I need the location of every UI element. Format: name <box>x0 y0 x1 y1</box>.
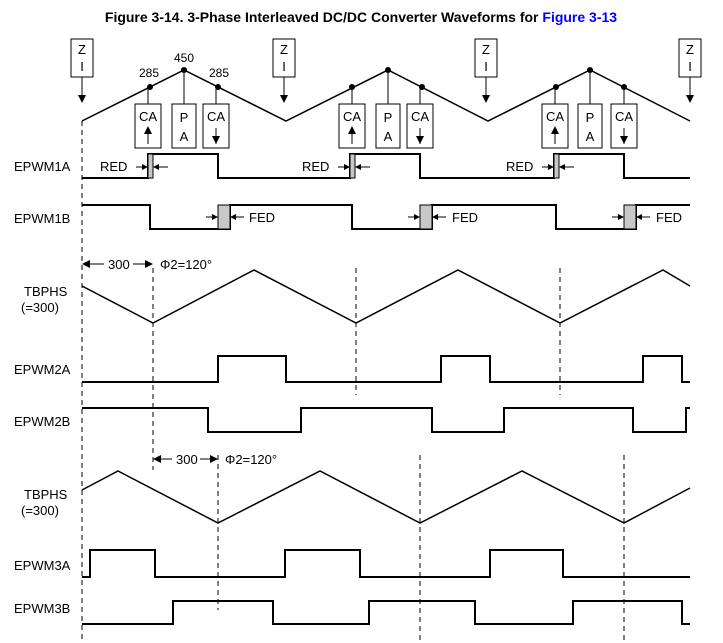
red-label: RED <box>302 159 329 174</box>
pa-box <box>171 103 197 149</box>
deadband-markers <box>147 153 637 230</box>
arrow-left-icon <box>153 455 161 463</box>
arrow-left-icon <box>153 164 159 170</box>
cmp-up-value: 285 <box>139 66 159 80</box>
arrow-left-icon <box>636 214 642 220</box>
ca-label: CA <box>139 109 157 124</box>
ca-label: CA <box>615 109 633 124</box>
pa-label-bottom: A <box>384 129 393 144</box>
tbphs-value-label: (=300) <box>21 503 59 518</box>
arrow-up-icon <box>348 126 356 134</box>
epwm3a-label: EPWM3A <box>14 558 71 573</box>
epwm2-counter-ramp <box>81 269 691 324</box>
fed-band <box>217 204 231 230</box>
arrow-right-icon <box>344 164 350 170</box>
red-band <box>147 153 154 179</box>
zero-event-sublabel: I <box>688 59 692 74</box>
tbphs-label: TBPHS <box>24 487 68 502</box>
deadband-arrows <box>136 164 650 220</box>
epwm1b-waveform <box>82 204 690 230</box>
ca-label: CA <box>546 109 564 124</box>
arrow-right-icon <box>548 164 554 170</box>
arrow-down-icon <box>482 95 490 103</box>
ca-label: CA <box>411 109 429 124</box>
zero-event-label: Z <box>280 42 288 57</box>
arrow-down-icon <box>78 95 86 103</box>
phase-offset-label: 300 <box>176 452 198 467</box>
arrow-up-icon <box>551 126 559 134</box>
period-value: 450 <box>174 51 194 65</box>
arrow-right-icon <box>212 214 218 220</box>
epwm3a-waveform <box>82 549 690 578</box>
arrow-down-icon <box>280 95 288 103</box>
arrow-right-icon <box>210 455 218 463</box>
epwm1a-waveform <box>82 153 690 179</box>
arrow-down-icon <box>212 136 220 144</box>
arrow-left-icon <box>355 164 361 170</box>
phase-angle-label: Φ2=120° <box>160 257 212 272</box>
arrow-down-icon <box>620 136 628 144</box>
fed-label: FED <box>656 210 682 225</box>
pa-label-bottom: A <box>180 129 189 144</box>
epwm2b-waveform <box>82 407 690 433</box>
phase-angle-label: Φ2=120° <box>225 452 277 467</box>
fed-band <box>623 204 637 230</box>
arrow-down-icon <box>686 95 694 103</box>
red-label: RED <box>100 159 127 174</box>
pa-label-top: P <box>180 110 189 125</box>
caption-text: Figure 3-14. 3-Phase Interleaved DC/DC C… <box>105 9 543 25</box>
phase-annotation-2 <box>153 455 218 463</box>
zero-event-label: Z <box>78 42 86 57</box>
fed-label: FED <box>249 210 275 225</box>
pa-label-top: P <box>586 110 595 125</box>
epwm2a-waveform <box>82 355 690 383</box>
cmp-down-value: 285 <box>209 66 229 80</box>
zero-event-sublabel: I <box>80 59 84 74</box>
zero-event-label: Z <box>686 42 694 57</box>
red-band <box>553 153 560 179</box>
zero-event-label: Z <box>482 42 490 57</box>
zero-event-sublabel: I <box>484 59 488 74</box>
red-label: RED <box>506 159 533 174</box>
phase-offset-label: 300 <box>108 257 130 272</box>
arrow-right-icon <box>414 214 420 220</box>
red-band <box>349 153 356 179</box>
epwm3b-label: EPWM3B <box>14 601 70 616</box>
cmp-up-dot <box>553 84 559 90</box>
fed-label: FED <box>452 210 478 225</box>
pa-label-top: P <box>384 110 393 125</box>
caption-figure-link[interactable]: Figure 3-13 <box>542 9 617 25</box>
arrow-down-icon <box>416 136 424 144</box>
epwm2b-label: EPWM2B <box>14 414 70 429</box>
zero-event-sublabel: I <box>282 59 286 74</box>
epwm1a-label: EPWM1A <box>14 159 71 174</box>
epwm1b-label: EPWM1B <box>14 211 70 226</box>
tbphs-value-label: (=300) <box>21 300 59 315</box>
phase-annotation-1 <box>82 260 153 268</box>
arrow-left-icon <box>82 260 90 268</box>
epwm3b-waveform <box>82 600 690 625</box>
arrow-right-icon <box>142 164 148 170</box>
arrow-up-icon <box>144 126 152 134</box>
arrow-right-icon <box>145 260 153 268</box>
arrow-left-icon <box>559 164 565 170</box>
epwm3-counter-ramp <box>81 470 691 524</box>
fed-band <box>419 204 433 230</box>
pa-box <box>375 103 401 149</box>
arrow-left-icon <box>230 214 236 220</box>
tbphs-label: TBPHS <box>24 284 68 299</box>
ca-label: CA <box>343 109 361 124</box>
figure-caption: Figure 3-14. 3-Phase Interleaved DC/DC C… <box>105 9 617 25</box>
arrow-right-icon <box>618 214 624 220</box>
epwm2a-label: EPWM2A <box>14 362 71 377</box>
arrow-left-icon <box>432 214 438 220</box>
ca-label: CA <box>207 109 225 124</box>
pa-label-bottom: A <box>586 129 595 144</box>
